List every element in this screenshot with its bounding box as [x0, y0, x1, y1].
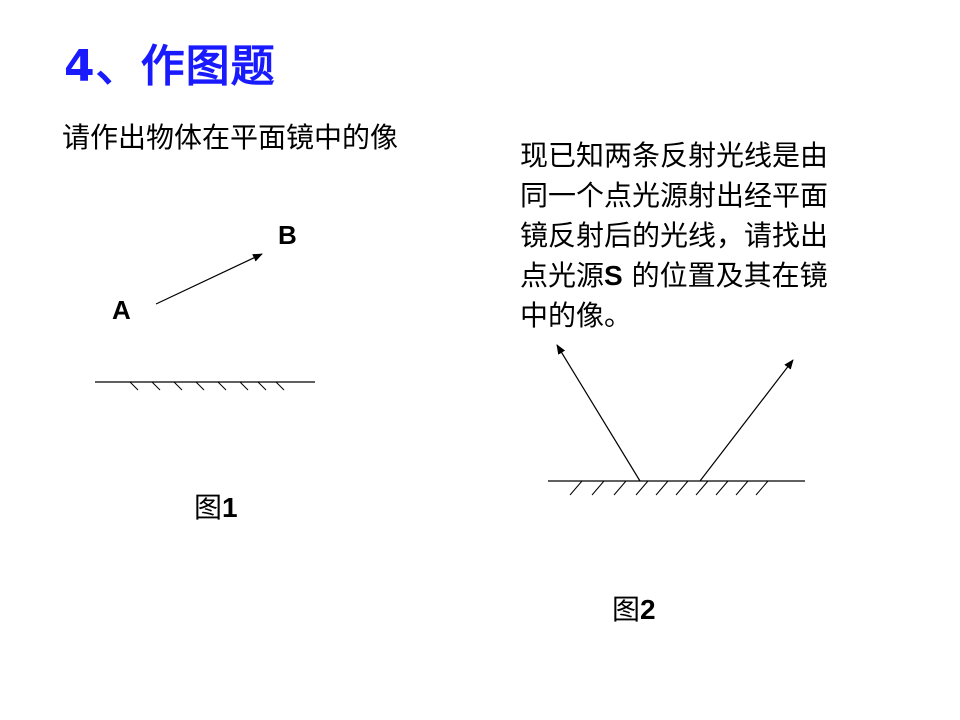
plane-mirror-1: [95, 381, 315, 391]
figure2-caption: 图2: [612, 588, 656, 628]
object-arrow-ab: [155, 253, 263, 305]
figure1-caption-number: 1: [222, 492, 238, 523]
plane-mirror-2: [548, 480, 805, 496]
task2-line-2: 同一个点光源射出经平面: [520, 179, 829, 212]
task2-line-1: 现已知两条反射光线是由: [520, 139, 829, 172]
slide-title: 4、作图题: [64, 41, 276, 92]
point-b-label: B: [278, 220, 297, 250]
figure1-caption-prefix: 图: [194, 491, 223, 524]
task2-line-4-suffix: 的位置及其在镜: [622, 259, 828, 292]
figure1-caption: 图1: [194, 486, 238, 526]
reflected-ray-right: [699, 359, 794, 482]
figure2-caption-number: 2: [640, 594, 656, 625]
task2-instruction: 现已知两条反射光线是由 同一个点光源射出经平面 镜反射后的光线，请找出 点光源S…: [520, 136, 880, 336]
point-source-symbol: S: [604, 260, 623, 291]
reflected-ray-left: [556, 344, 641, 482]
point-a-label: A: [112, 295, 131, 325]
task2-line-4-prefix: 点光源: [520, 259, 605, 292]
task2-line-3: 镜反射后的光线，请找出: [520, 219, 829, 252]
figure2-caption-prefix: 图: [612, 593, 641, 626]
task2-line-4: 点光源S 的位置及其在镜: [520, 256, 880, 296]
task1-instruction: 请作出物体在平面镜中的像: [62, 121, 399, 154]
task2-line-5: 中的像。: [520, 299, 633, 332]
